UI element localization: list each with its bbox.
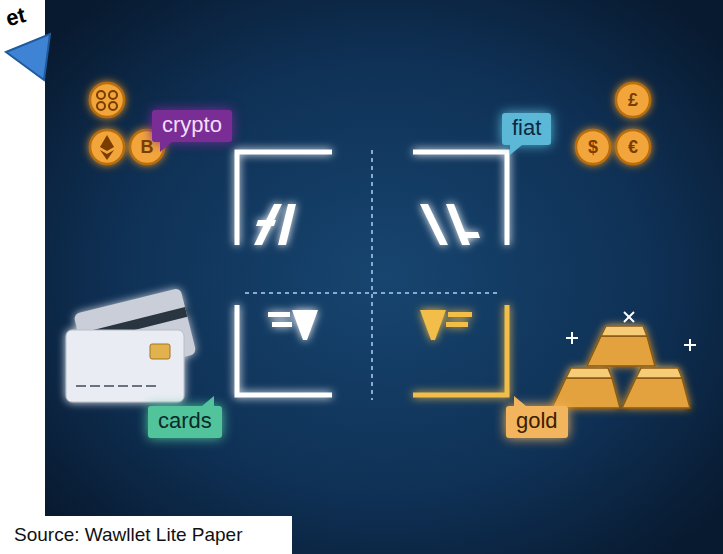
bracket [237, 152, 332, 245]
logo-piece [420, 204, 448, 245]
tag-text: fiat [512, 115, 541, 141]
logo-piece [254, 204, 282, 245]
logo-piece [446, 204, 470, 245]
logo-piece [448, 312, 472, 317]
tag-text: cards [158, 408, 212, 434]
logo-piece [292, 310, 318, 340]
coin [576, 130, 610, 164]
logo-piece [458, 232, 480, 238]
coin [616, 83, 650, 117]
logo-piece [278, 204, 296, 245]
tag-tail [510, 145, 522, 155]
bracket [413, 152, 507, 245]
logo-piece [268, 312, 290, 317]
source-caption: Source: Wawllet Lite Paper [14, 524, 242, 546]
bracket [413, 305, 507, 395]
caption-ground [0, 516, 292, 554]
coin [90, 130, 124, 164]
coin-symbol: € [628, 138, 638, 156]
logo-piece [446, 322, 468, 327]
label-tag: fiat [502, 113, 551, 145]
ripple-icon [97, 91, 117, 110]
tag-tail [160, 142, 172, 152]
dark-panel [45, 0, 723, 554]
coin [616, 130, 650, 164]
coin-symbol: B [141, 138, 154, 156]
sparkle [566, 312, 696, 351]
divider [371, 150, 373, 400]
ether-icon [100, 135, 114, 160]
tag-text: gold [516, 408, 558, 434]
coin-symbol: $ [588, 138, 598, 156]
label-tag: cards [148, 406, 222, 438]
card-number [76, 385, 160, 387]
tag-text: crypto [162, 112, 222, 138]
label-tag: crypto [152, 110, 232, 142]
coin-symbol: £ [628, 91, 638, 109]
tag-tail [202, 396, 214, 406]
logo-piece [420, 310, 446, 340]
divider [245, 292, 500, 294]
tag-tail [514, 396, 526, 406]
logo-piece [272, 322, 292, 327]
label-tag: gold [506, 406, 568, 438]
arrow-fragment [6, 34, 50, 80]
front-card [66, 330, 184, 402]
fragment-text: et [4, 4, 28, 30]
coin [90, 83, 124, 117]
card-chip [150, 344, 170, 359]
gold-bars [552, 326, 690, 408]
bracket [237, 305, 332, 395]
